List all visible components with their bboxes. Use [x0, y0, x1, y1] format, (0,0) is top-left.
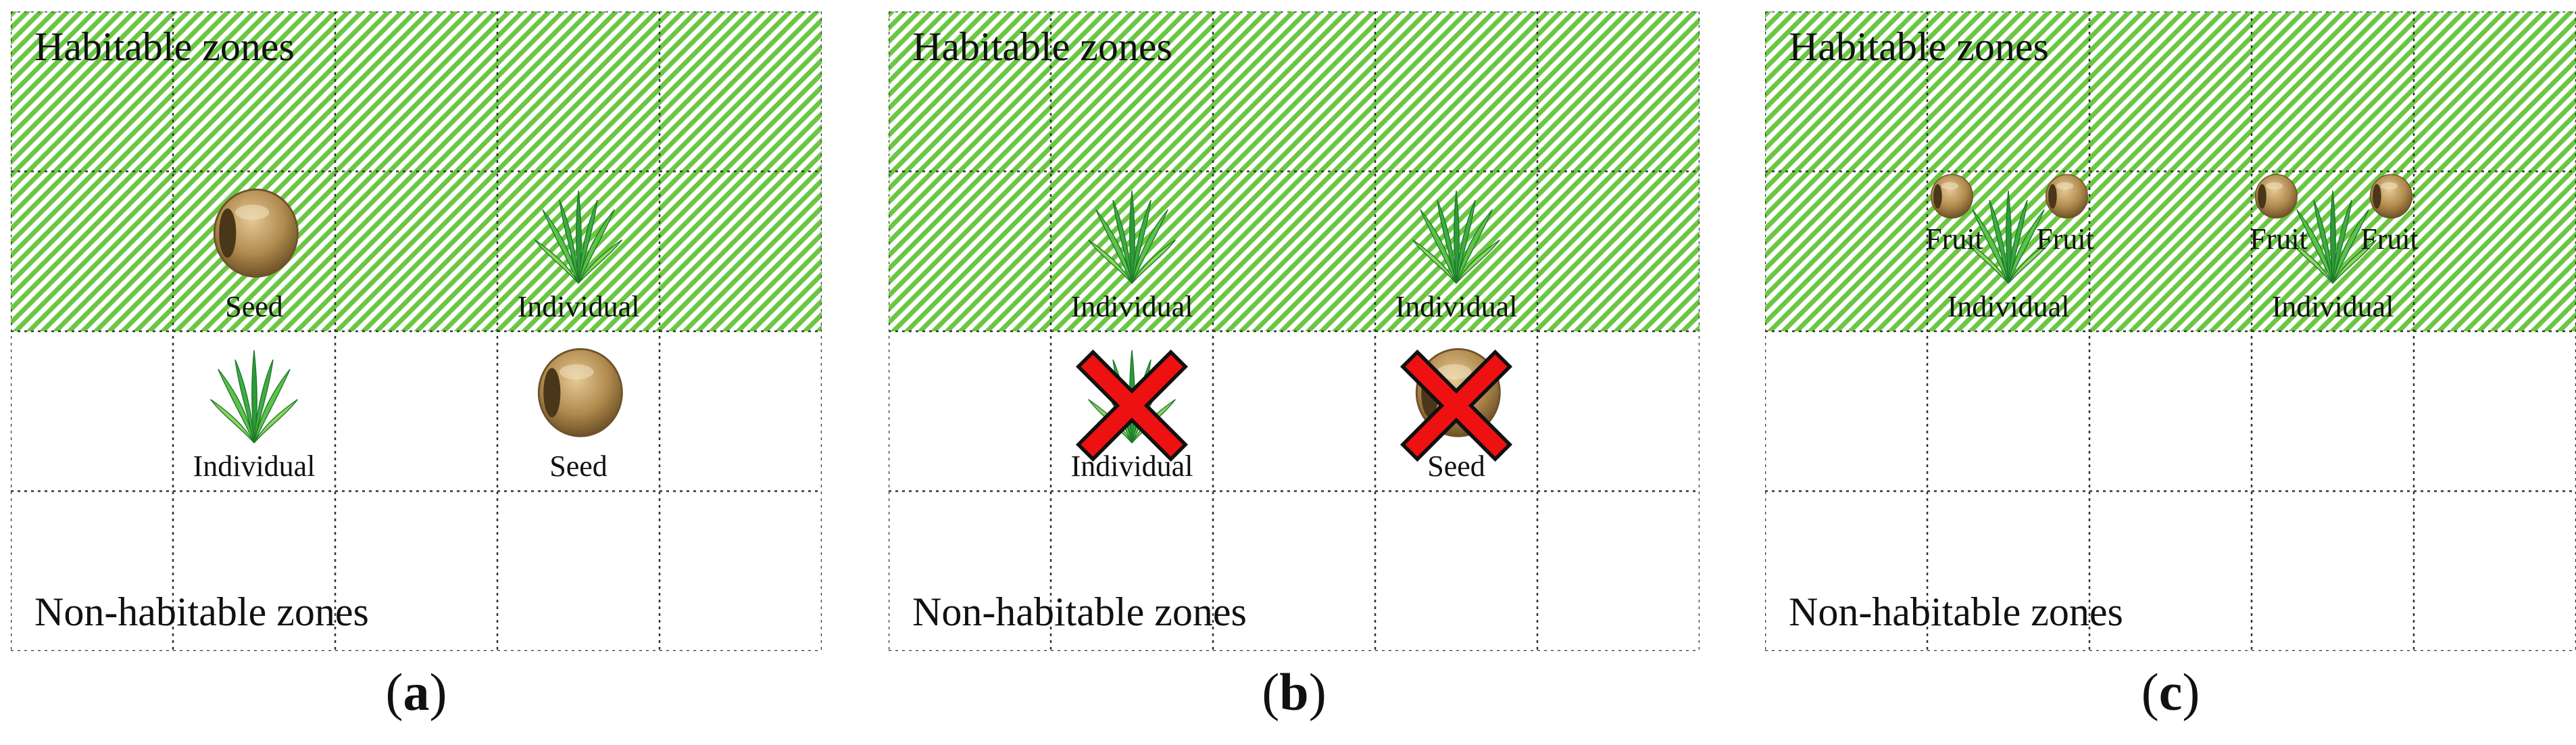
plant-icon [1412, 190, 1500, 284]
caption-a: (a) [385, 663, 447, 721]
zone-grid [889, 11, 1700, 651]
cross-icon [1075, 349, 1189, 462]
non-habitable-zones-label: Non-habitable zones [1789, 590, 2123, 634]
caption-c: (c) [2141, 663, 2200, 721]
seed-icon [2369, 174, 2412, 218]
fruit-label: Fruit [2360, 222, 2419, 256]
individual-label: Individual [2271, 289, 2394, 323]
individual-label: Individual [517, 289, 640, 323]
fruit-label: Fruit [2250, 222, 2308, 256]
zone-grid [1765, 11, 2576, 651]
plant-icon [535, 190, 622, 284]
cross-icon [1400, 349, 1513, 462]
non-habitable-zones-label: Non-habitable zones [912, 590, 1247, 634]
individual-label: Individual [1070, 289, 1193, 323]
seed-label: Seed [225, 289, 283, 323]
fruit-label: Fruit [2036, 222, 2094, 256]
caption-letter-b: b [1279, 663, 1309, 721]
seed-icon [213, 188, 299, 278]
seed-label: Seed [549, 450, 608, 483]
seed-icon [2045, 174, 2088, 218]
individual-label: Individual [193, 450, 316, 483]
seed-icon [537, 348, 623, 437]
caption-letter-c: c [2158, 663, 2183, 721]
seed-label: Seed [1427, 450, 1485, 483]
non-habitable-zones-label: Non-habitable zones [34, 590, 369, 634]
plant-icon [1964, 190, 2052, 284]
caption-b: (b) [1262, 663, 1327, 721]
plant-icon [1088, 190, 1176, 284]
habitable-zones-label: Habitable zones [34, 24, 295, 69]
caption-letter-a: a [403, 663, 430, 721]
plant-icon [210, 350, 298, 443]
individual-label: Individual [1947, 289, 2070, 323]
habitable-zones-label: Habitable zones [912, 24, 1172, 69]
fruit-label: Fruit [1925, 222, 1983, 256]
seed-icon [1930, 174, 1973, 218]
plant-icon [2289, 190, 2377, 284]
seed-icon [2254, 174, 2298, 218]
individual-label: Individual [1395, 289, 1518, 323]
zone-grid [11, 11, 822, 651]
habitable-zones-label: Habitable zones [1789, 24, 2049, 69]
